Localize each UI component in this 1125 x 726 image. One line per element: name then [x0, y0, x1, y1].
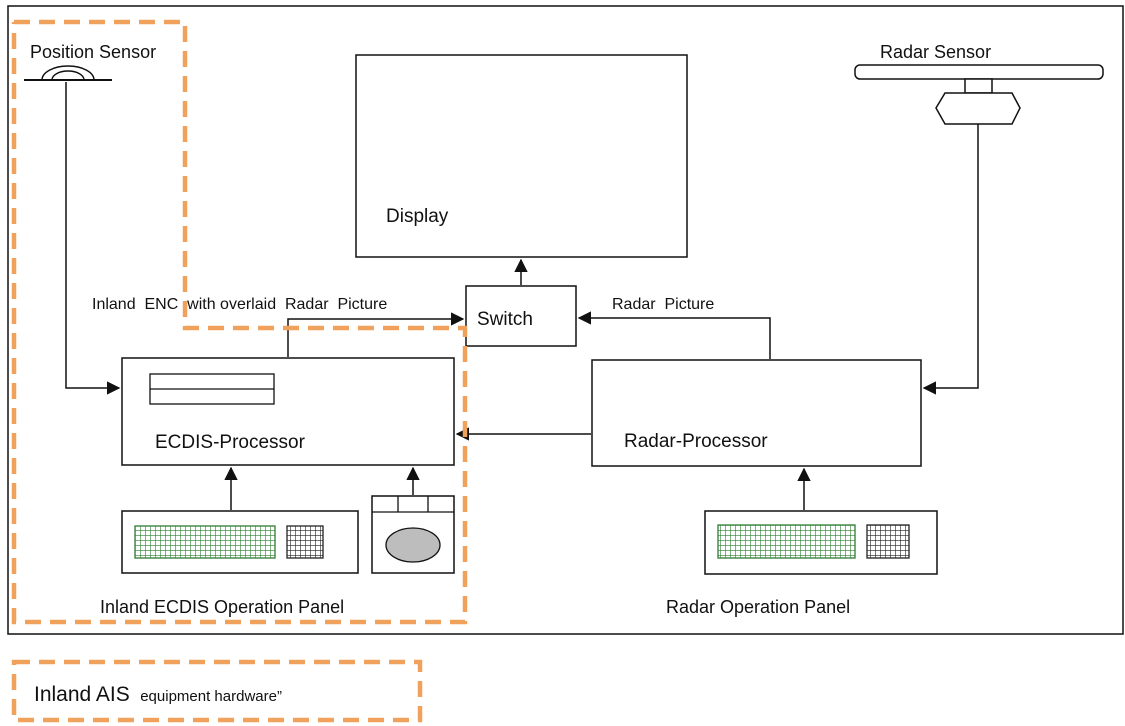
radar-sensor-antenna-icon: [854, 64, 1104, 125]
display-box: [355, 54, 688, 258]
ecdis-operation-panel-label: Inland ECDIS Operation Panel: [100, 597, 344, 617]
radar-processor-box: [591, 359, 922, 467]
radar-operation-panel-label: Radar Operation Panel: [666, 597, 850, 617]
disk-drive-icon: [149, 373, 275, 405]
ecdis-switch-edge-label: Inland ENC with overlaid Radar Picture: [92, 296, 387, 313]
legend-text: Inland AIS equipment hardware”: [34, 683, 282, 706]
ecdis-processor-label: ECDIS-Processor: [155, 432, 306, 453]
ecdis-to-switch-arrow: [287, 312, 465, 357]
position-sensor-label: Position Sensor: [30, 42, 156, 62]
radar-switch-edge-label: Radar Picture: [612, 296, 714, 313]
display-label: Display: [386, 206, 449, 227]
ecdis-keyboard-icon: [121, 510, 359, 574]
trackball-icon: [371, 495, 455, 574]
switch-box: [465, 285, 577, 347]
diagram-frame: [7, 5, 1124, 635]
legend-main-text: Inland AIS: [34, 683, 130, 706]
switch-label: Switch: [477, 309, 533, 330]
radar-sensor-label: Radar Sensor: [880, 42, 991, 62]
radar-keyboard-icon: [704, 510, 938, 575]
position-to-ecdis-arrow: [65, 82, 121, 395]
position-sensor-antenna-icon: [24, 65, 112, 81]
radar-processor-label: Radar-Processor: [624, 431, 768, 452]
radar-sensor-to-processor-arrow: [922, 124, 979, 395]
legend-dashed-box: [11, 659, 423, 723]
legend-small-text: equipment hardware”: [140, 688, 282, 705]
radar-to-switch-arrow: [577, 311, 771, 359]
ais-hardware-dashed-region: [11, 19, 468, 625]
